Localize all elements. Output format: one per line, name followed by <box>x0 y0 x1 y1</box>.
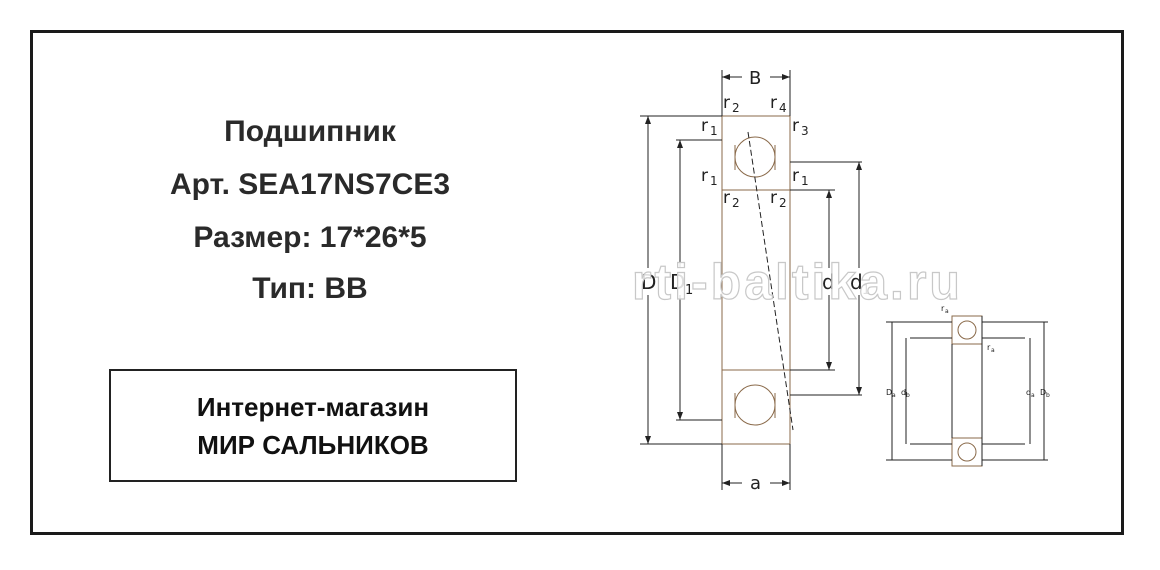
outer-frame <box>30 30 1124 535</box>
svg-text:4: 4 <box>779 101 787 115</box>
svg-text:a: a <box>945 308 949 315</box>
svg-text:1: 1 <box>710 124 718 138</box>
ball-top <box>734 136 776 178</box>
watermark: rti-baltika.ru <box>631 253 963 310</box>
bearing-type: Тип: BB <box>252 272 368 305</box>
svg-text:a: a <box>892 392 896 399</box>
label-r2-bottom-right: r <box>770 188 777 208</box>
small-label-Da: D <box>886 388 892 397</box>
label-d1: d <box>850 270 863 294</box>
label-r4: r <box>770 93 777 113</box>
small-bearing-bottom <box>951 437 983 467</box>
ball-bottom <box>734 384 776 426</box>
label-D1: D <box>670 270 685 294</box>
svg-text:b: b <box>906 392 910 399</box>
label-d1-sub: 1 <box>862 283 870 298</box>
svg-text:2: 2 <box>732 101 740 115</box>
label-r2-bottom-left: r <box>723 188 730 208</box>
label-r1-lower-left: r <box>701 166 708 186</box>
label-r1-lower-right: r <box>792 166 799 186</box>
label-a: a <box>750 473 761 494</box>
shop-name: МИР САЛЬНИКОВ <box>197 430 429 460</box>
product-type: Подшипник <box>224 115 396 148</box>
small-label-db: d <box>901 388 906 397</box>
label-r2-top-left: r <box>723 93 730 113</box>
small-label-ra-top: r <box>941 304 945 313</box>
size: Размер: 17*26*5 <box>193 221 427 254</box>
svg-text:b: b <box>1046 392 1050 399</box>
small-bearing-top <box>951 315 983 345</box>
article-number: Арт. SEA17NS7CE3 <box>169 168 451 201</box>
small-label-ra-right: r <box>987 343 991 352</box>
label-D: D <box>641 270 656 294</box>
label-d: d <box>822 270 835 294</box>
shop-label: Интернет-магазин <box>196 392 430 422</box>
small-label-Db: D <box>1040 388 1046 397</box>
outer-ring-top <box>721 115 791 191</box>
shop-box: Интернет-магазин МИР САЛЬНИКОВ <box>109 369 517 482</box>
label-D1-sub: 1 <box>685 283 693 298</box>
svg-text:3: 3 <box>801 124 809 138</box>
small-label-da: d <box>1026 388 1031 397</box>
svg-text:1: 1 <box>710 174 718 188</box>
svg-text:1: 1 <box>801 174 809 188</box>
label-r1-upper: r <box>701 116 708 136</box>
svg-text:a: a <box>991 347 995 354</box>
svg-text:a: a <box>1031 392 1035 399</box>
outer-ring-bottom <box>721 369 791 445</box>
label-B: B <box>749 68 761 89</box>
label-r3: r <box>792 116 799 136</box>
svg-text:2: 2 <box>779 196 787 210</box>
svg-text:2: 2 <box>732 196 740 210</box>
